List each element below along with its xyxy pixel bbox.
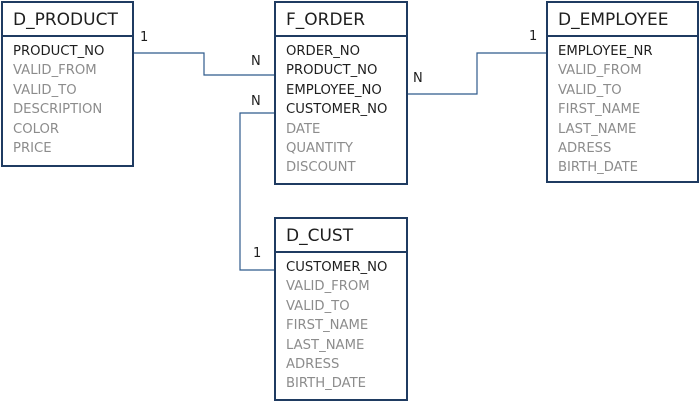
cardinality-label: 1 — [529, 29, 538, 44]
attribute-field: ADRESS — [558, 141, 612, 157]
field-list: PRODUCT_NO VALID_FROM VALID_TO DESCRIPTION C… — [3, 37, 132, 158]
attribute-field: VALID_TO — [13, 82, 77, 98]
key-field: PRODUCT_NO — [13, 44, 105, 59]
key-field: EMPLOYEE_NR — [558, 44, 653, 59]
attribute-field: LAST_NAME — [286, 337, 365, 353]
attribute-field: ADRESS — [286, 357, 340, 373]
attribute-field: DESCRIPTION — [13, 102, 103, 118]
entity-d-employee: D_EMPLOYEE EMPLOYEE_NR VALID_FROM VALID_TO… — [546, 1, 699, 183]
entity-title: D_CUST — [276, 219, 406, 253]
attribute-field: PRICE — [13, 141, 52, 157]
key-field: CUSTOMER_NO — [286, 260, 388, 275]
attribute-field: QUANTITY — [286, 141, 353, 157]
attribute-field: VALID_TO — [558, 82, 622, 98]
attribute-field: DATE — [286, 121, 321, 137]
relationship-line-cust-order — [239, 112, 274, 271]
attribute-field: FIRST_NAME — [286, 318, 369, 334]
key-field: CUSTOMER_NO — [286, 102, 388, 118]
entity-d-cust: D_CUST CUSTOMER_NO VALID_FROM VALID_TO FIRS… — [274, 217, 408, 401]
cardinality-label: N — [251, 94, 261, 109]
attribute-field: VALID_FROM — [558, 63, 642, 79]
key-field: EMPLOYEE_NO — [286, 82, 382, 98]
field-list: EMPLOYEE_NR VALID_FROM VALID_TO FIRST_NAME L… — [548, 37, 697, 178]
attribute-field: VALID_FROM — [286, 279, 370, 295]
relationship-line-employee-order — [408, 52, 546, 95]
attribute-field: VALID_FROM — [13, 63, 97, 79]
cardinality-label: 1 — [140, 30, 149, 45]
entity-title: F_ORDER — [276, 3, 406, 37]
attribute-field: VALID_TO — [286, 298, 350, 314]
attribute-field: BIRTH_DATE — [286, 376, 367, 392]
cardinality-label: 1 — [253, 246, 262, 261]
field-list: ORDER_NO PRODUCT_NO EMPLOYEE_NO CUSTOMER_NO… — [276, 37, 406, 178]
field-list: CUSTOMER_NO VALID_FROM VALID_TO FIRST_NAME L… — [276, 253, 406, 394]
entity-title: D_EMPLOYEE — [548, 3, 697, 37]
entity-d-product: D_PRODUCT PRODUCT_NO VALID_FROM VALID_TO DE… — [1, 1, 134, 167]
attribute-field: BIRTH_DATE — [558, 160, 639, 176]
attribute-field: FIRST_NAME — [558, 102, 641, 118]
entity-f-order: F_ORDER ORDER_NO PRODUCT_NO EMPLOYEE_NO CUS… — [274, 1, 408, 185]
key-field: PRODUCT_NO — [286, 63, 378, 79]
entity-title: D_PRODUCT — [3, 3, 132, 37]
attribute-field: LAST_NAME — [558, 121, 637, 137]
attribute-field: COLOR — [13, 121, 60, 137]
cardinality-label: N — [413, 71, 423, 86]
cardinality-label: N — [251, 54, 261, 69]
attribute-field: DISCOUNT — [286, 160, 356, 176]
key-field: ORDER_NO — [286, 44, 361, 59]
relationship-line-product-order — [134, 52, 274, 76]
